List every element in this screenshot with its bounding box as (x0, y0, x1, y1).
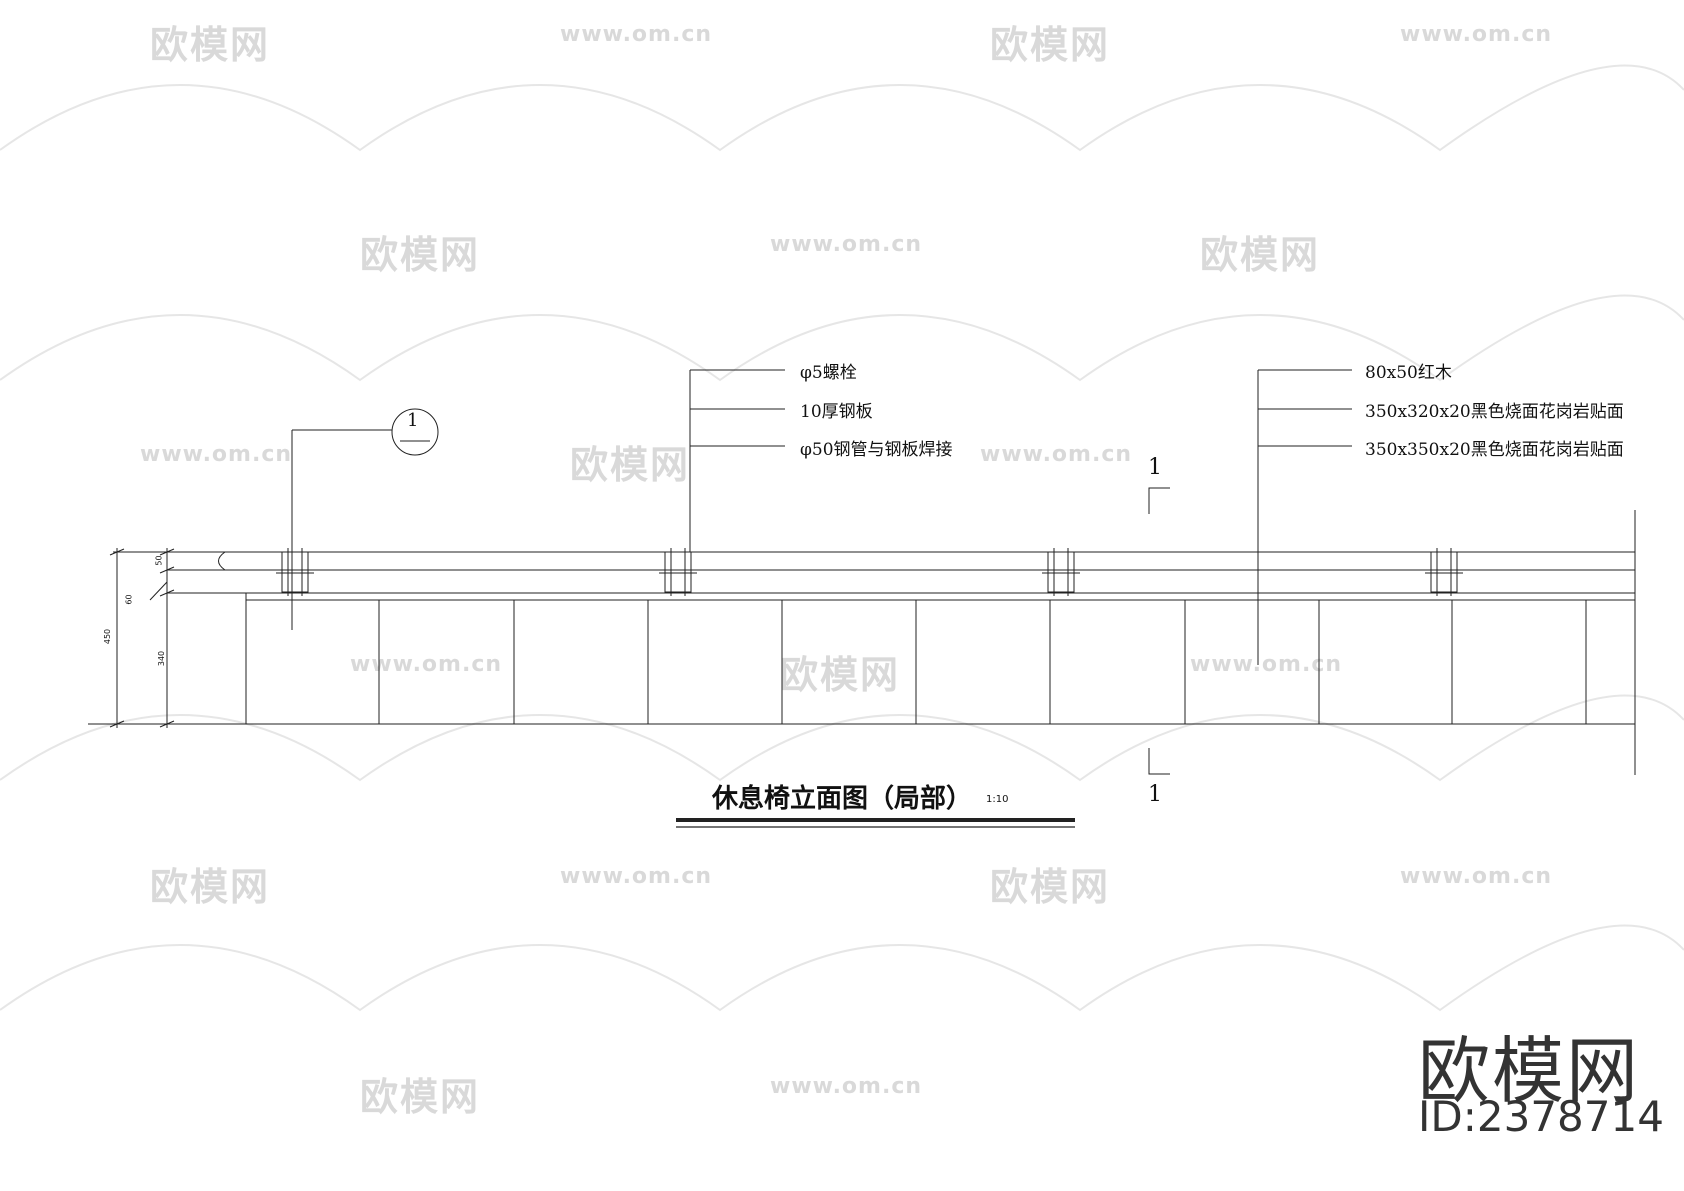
dimension-top: 50 (154, 555, 164, 566)
dimension-mid: 60 (124, 594, 134, 605)
watermark-logo: 欧模网 (1200, 233, 1321, 277)
dimension-bottom: 340 (157, 650, 167, 667)
brand-id: ID:2378714 (1418, 1092, 1664, 1141)
watermark-url: www.om.cn (980, 442, 1133, 467)
section-mark-bottom: 1 (1148, 782, 1162, 807)
callout-granite-320: 350x320x20黑色烧面花岗岩贴面 (1365, 402, 1624, 422)
brand-logo-text: 欧模网 (1418, 1029, 1641, 1113)
drawing-title: 休息椅立面图（局部） (712, 784, 973, 814)
watermark-url: www.om.cn (1400, 864, 1553, 889)
watermark-logo: 欧模网 (360, 1075, 481, 1119)
drawing-scale: 1:10 (986, 794, 1009, 805)
watermark-url: www.om.cn (770, 232, 923, 257)
dimension-total: 450 (103, 628, 113, 645)
watermark-logo: 欧模网 (990, 865, 1111, 909)
watermark-logo: 欧模网 (150, 23, 271, 67)
watermark-logo: 欧模网 (990, 23, 1111, 67)
watermark-url: www.om.cn (1190, 652, 1343, 677)
watermark-logo: 欧模网 (360, 233, 481, 277)
callout-granite-350: 350x350x20黑色烧面花岗岩贴面 (1365, 440, 1624, 460)
watermark-url: www.om.cn (140, 442, 293, 467)
watermark-url: www.om.cn (350, 652, 503, 677)
section-mark-top: 1 (1148, 455, 1162, 480)
watermark-logo: 欧模网 (780, 653, 901, 697)
watermark-logo: 欧模网 (150, 865, 271, 909)
callout-bolt: φ5螺栓 (800, 363, 857, 383)
callout-redwood: 80x50红木 (1365, 363, 1452, 383)
callout-steel-pipe: φ50钢管与钢板焊接 (800, 440, 953, 460)
watermark-url: www.om.cn (560, 864, 713, 889)
connector (276, 548, 314, 596)
watermark-url: www.om.cn (560, 22, 713, 47)
watermark-logo: 欧模网 (570, 443, 691, 487)
watermark-url: www.om.cn (1400, 22, 1553, 47)
callout-steel-plate: 10厚钢板 (800, 402, 873, 422)
watermark-url: www.om.cn (770, 1074, 923, 1099)
detail-marker-number: 1 (407, 410, 419, 431)
